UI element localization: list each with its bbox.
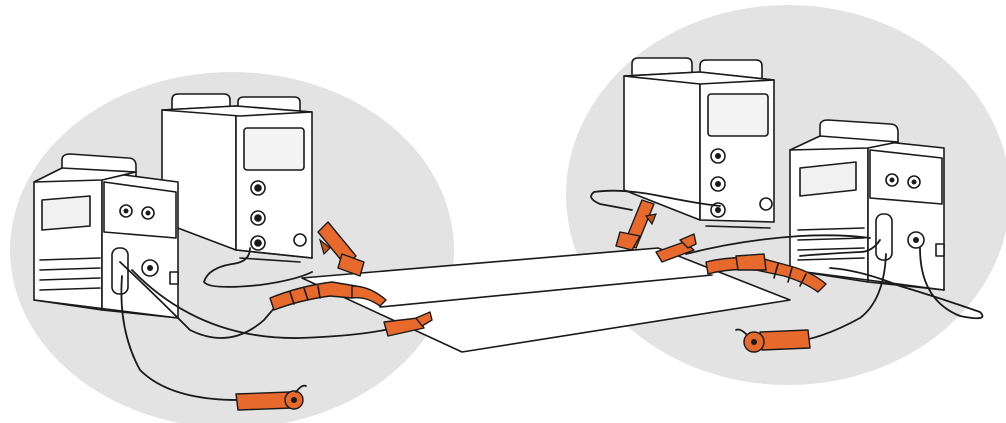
right-ground-clamp-on-plate <box>615 199 657 251</box>
left-welder-unit <box>33 153 179 319</box>
left-holder-cable <box>131 269 395 339</box>
left-ground-clamp-on-plate <box>317 221 365 277</box>
right-welder-unit <box>789 119 945 291</box>
left-bottom-ground-clamp <box>235 384 307 411</box>
right-electrode-holder <box>655 233 697 263</box>
left-feeder-cable <box>203 247 313 288</box>
left-torch-cable <box>119 261 283 339</box>
right-feeder-cable <box>590 189 721 211</box>
right-welding-torch <box>705 253 827 293</box>
right-bottom-ground-clamp <box>735 328 811 353</box>
right-wire-feeder <box>623 57 775 229</box>
left-ground-cable <box>120 275 239 401</box>
left-welding-torch <box>269 281 387 311</box>
right-torch-cable <box>799 239 881 257</box>
left-wire-feeder <box>161 93 313 263</box>
right-holder-cable <box>829 247 984 320</box>
right-long-cable <box>685 234 871 255</box>
left-electrode-holder <box>383 311 433 337</box>
